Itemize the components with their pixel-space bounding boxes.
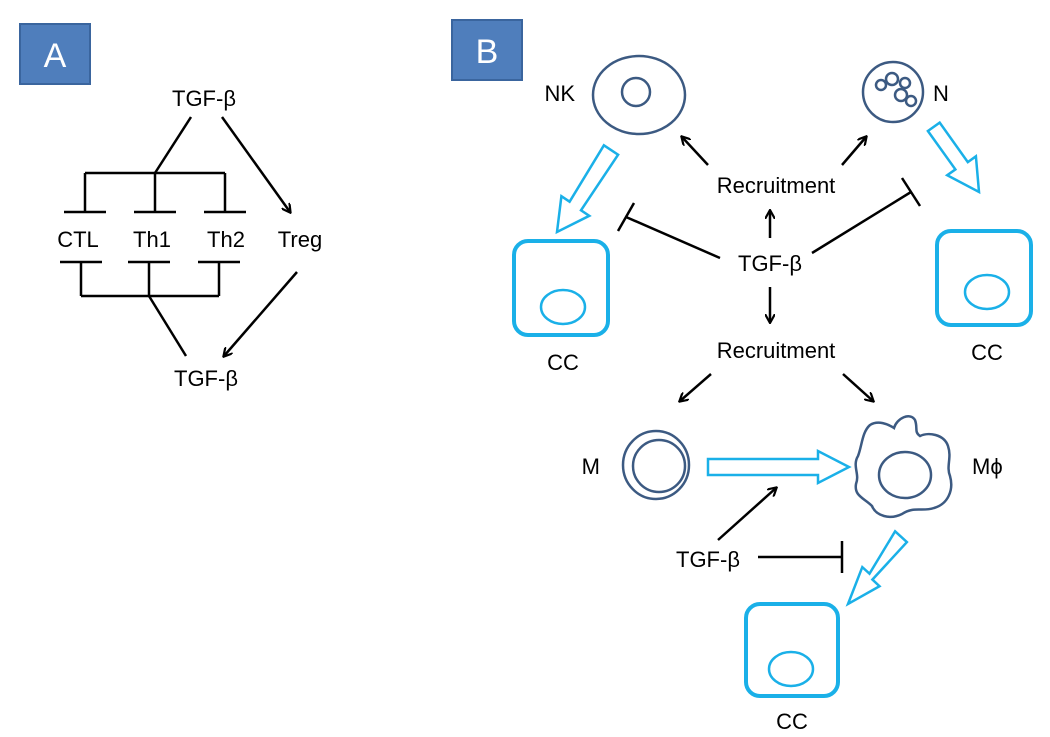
- m-label: M: [582, 454, 600, 479]
- tgf-inhibits-nk-killing-bar: [616, 202, 636, 232]
- panel-a-label-box: [19, 23, 91, 85]
- tgf-inhibits-n-killing-bar: [900, 177, 922, 207]
- cancer-cell-right-nucleus: [963, 273, 1011, 311]
- cancer-cell-right: [935, 229, 1033, 327]
- panel-b-label-box: [451, 19, 523, 81]
- tgf-inhibits-nk-killing: [625, 215, 721, 260]
- panel-b-letter: B: [476, 33, 499, 71]
- tgf-beta-bottom-label: TGF-β: [174, 366, 238, 391]
- tgf-to-branch-line: [153, 116, 193, 174]
- panel-b: B NK N CC CC CC TGF-β Recruitm: [451, 19, 1033, 734]
- neutrophil-cell: [861, 60, 925, 124]
- cancer-cell-left-nucleus: [539, 288, 587, 326]
- cc-left-label: CC: [547, 350, 579, 375]
- cell-label-th1: Th1: [133, 227, 171, 252]
- recruitment-to-n-arrow: [841, 137, 866, 166]
- tgf-beta-top-label: TGF-β: [172, 86, 236, 111]
- cc-right-label: CC: [971, 340, 1003, 365]
- mphi-label: Mϕ: [972, 454, 1003, 479]
- treg-to-tgf-arrow: [224, 271, 298, 356]
- tgf-beta-center-label: TGF-β: [738, 251, 802, 276]
- panel-a-letter: A: [44, 37, 67, 75]
- cell-label-treg: Treg: [278, 227, 322, 252]
- recruitment-to-mphi-arrow: [842, 373, 873, 401]
- macrophage-cell: [854, 415, 953, 518]
- nk-kills-cc-arrow: [555, 143, 620, 235]
- cell-label-th2: Th2: [207, 227, 245, 252]
- nk-cell-nucleus: [620, 76, 652, 108]
- mphi-kills-cc-arrow: [845, 529, 909, 607]
- branch-to-tgf-bottom: [147, 295, 188, 357]
- m-to-mphi-arrow: [706, 448, 852, 486]
- recruitment-to-m-arrow: [680, 373, 712, 401]
- n-kills-cc-arrow: [926, 120, 981, 195]
- monocyte-cell: [621, 429, 691, 501]
- nk-label: NK: [544, 81, 575, 106]
- cancer-cell-bottom: [744, 602, 840, 698]
- cancer-cell-left: [512, 239, 610, 337]
- macrophage-nucleus: [877, 450, 933, 500]
- tgf-beta-lower-label: TGF-β: [676, 547, 740, 572]
- tgf-inhibits-n-killing: [811, 190, 912, 255]
- cancer-cell-bottom-nucleus: [767, 650, 815, 688]
- cell-label-ctl: CTL: [57, 227, 99, 252]
- nk-cell: [591, 54, 687, 136]
- recruitment-bottom-label: Recruitment: [717, 338, 836, 363]
- monocyte-nucleus: [631, 438, 687, 494]
- recruitment-top-label: Recruitment: [717, 173, 836, 198]
- panel-a: A TGF-β CTL Th1 Th2 Treg TGF-β: [19, 23, 322, 391]
- neutrophil-nucleus-lobes: [874, 71, 918, 108]
- tgf-promotes-differentiation-arrow: [717, 488, 776, 541]
- cc-bottom-label: CC: [776, 709, 808, 734]
- n-label: N: [933, 81, 949, 106]
- tgf-to-treg-arrow: [220, 116, 290, 212]
- recruitment-to-nk-arrow: [682, 137, 709, 166]
